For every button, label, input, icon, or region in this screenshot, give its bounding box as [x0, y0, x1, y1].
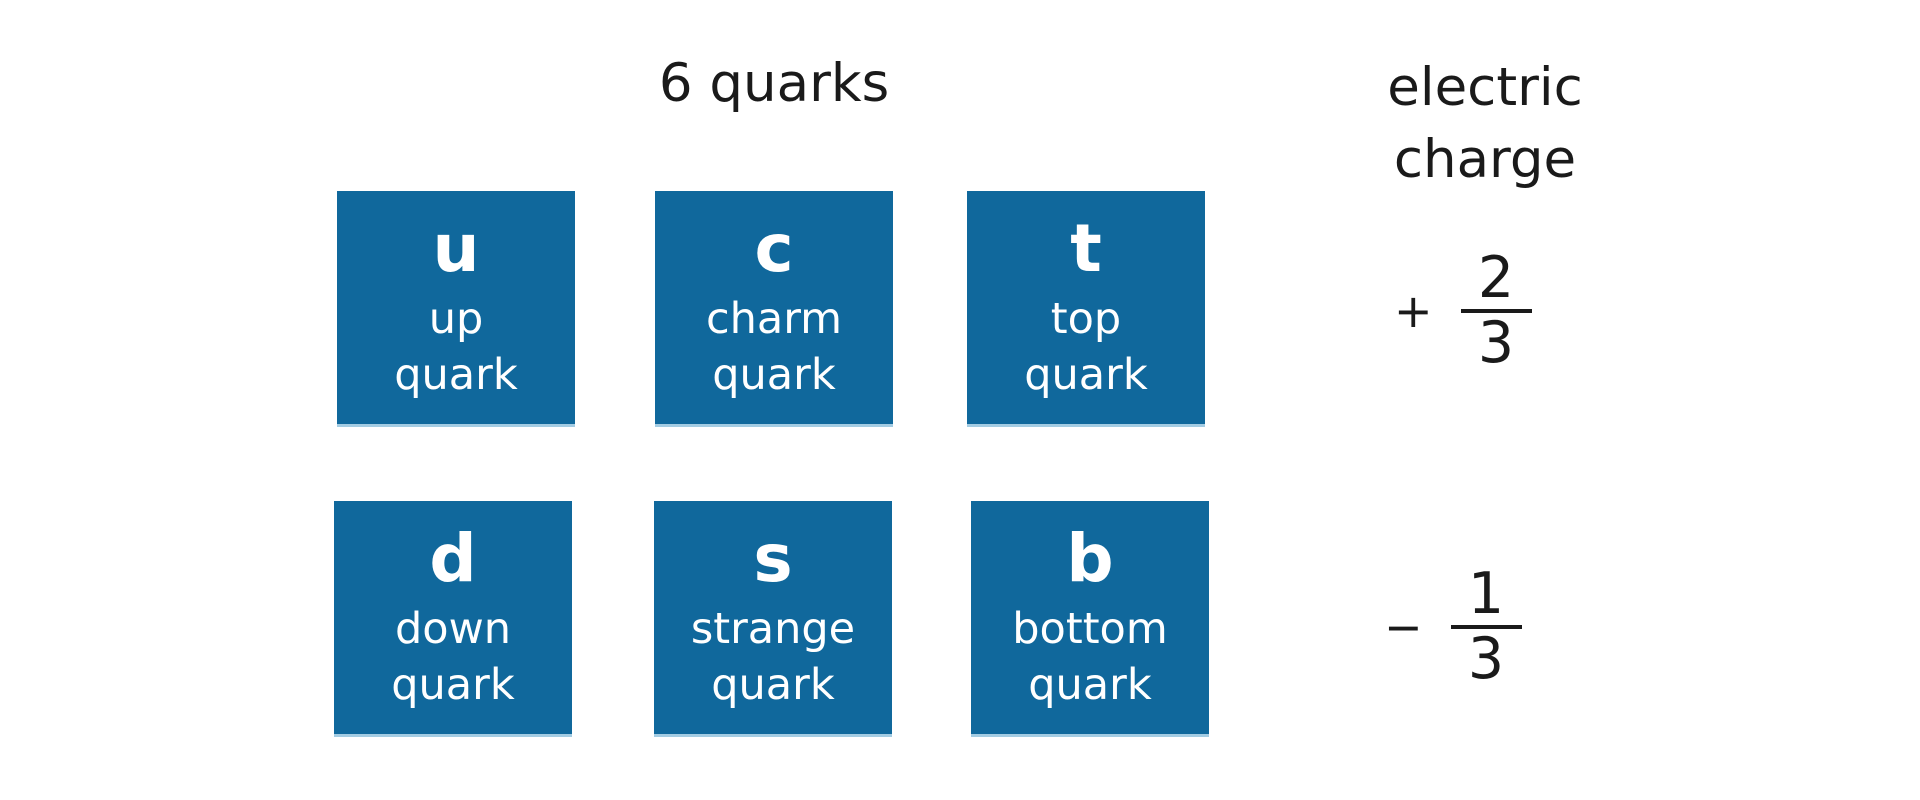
quark-name-bottom: bottom quark — [1012, 602, 1168, 714]
quark-name-bottom-line2: quark — [1028, 659, 1152, 710]
quark-name-down-line1: down — [394, 603, 511, 654]
quark-card-top: t top quark — [967, 191, 1205, 427]
quark-name-top-line2: quark — [1024, 349, 1148, 400]
minus-sign: − — [1384, 600, 1423, 654]
fraction-numerator: 2 — [1477, 245, 1515, 311]
quark-name-strange-line2: quark — [711, 659, 835, 710]
fraction-one-third: 1 3 — [1450, 561, 1522, 692]
quark-name-strange: strange quark — [691, 602, 855, 714]
fraction-two-thirds: 2 3 — [1460, 245, 1532, 376]
fraction-bar — [1450, 625, 1522, 629]
quark-symbol-b: b — [1066, 519, 1114, 597]
quark-symbol-d: d — [429, 519, 477, 597]
quark-card-charm: c charm quark — [655, 191, 893, 427]
quark-name-down-line2: quark — [391, 659, 515, 710]
electric-charge-header-line1: electric — [1387, 57, 1583, 118]
quark-name-charm-line1: charm — [705, 293, 843, 344]
charge-row2: − 1 3 — [1384, 566, 1522, 688]
quark-name-charm-line2: quark — [712, 349, 836, 400]
quark-card-bottom: b bottom quark — [971, 501, 1209, 737]
quark-card-down: d down quark — [334, 501, 572, 737]
plus-sign: + — [1394, 284, 1433, 338]
quark-name-up-line1: up — [428, 293, 484, 344]
quark-name-strange-line1: strange — [690, 603, 856, 654]
quark-name-down: down quark — [391, 602, 514, 714]
diagram-title: 6 quarks — [658, 53, 890, 114]
fraction-numerator: 1 — [1467, 561, 1505, 627]
fraction-denominator: 3 — [1477, 310, 1515, 376]
fraction-bar — [1460, 309, 1532, 313]
quark-name-up-line2: quark — [394, 349, 518, 400]
fraction-denominator: 3 — [1467, 626, 1505, 692]
electric-charge-header: electric charge — [1387, 52, 1583, 196]
quark-name-top-line1: top — [1050, 293, 1122, 344]
quark-symbol-u: u — [432, 209, 480, 287]
quark-name-charm: charm quark — [706, 292, 842, 404]
quark-symbol-c: c — [754, 209, 794, 287]
quark-symbol-s: s — [753, 519, 793, 597]
quark-name-bottom-line1: bottom — [1012, 603, 1168, 654]
quark-name-up: up quark — [394, 292, 517, 404]
charge-row1: + 2 3 — [1394, 250, 1532, 372]
quark-card-strange: s strange quark — [654, 501, 892, 737]
quark-name-top: top quark — [1024, 292, 1147, 404]
quark-symbol-t: t — [1070, 209, 1102, 287]
quark-card-up: u up quark — [337, 191, 575, 427]
electric-charge-header-line2: charge — [1393, 129, 1577, 191]
